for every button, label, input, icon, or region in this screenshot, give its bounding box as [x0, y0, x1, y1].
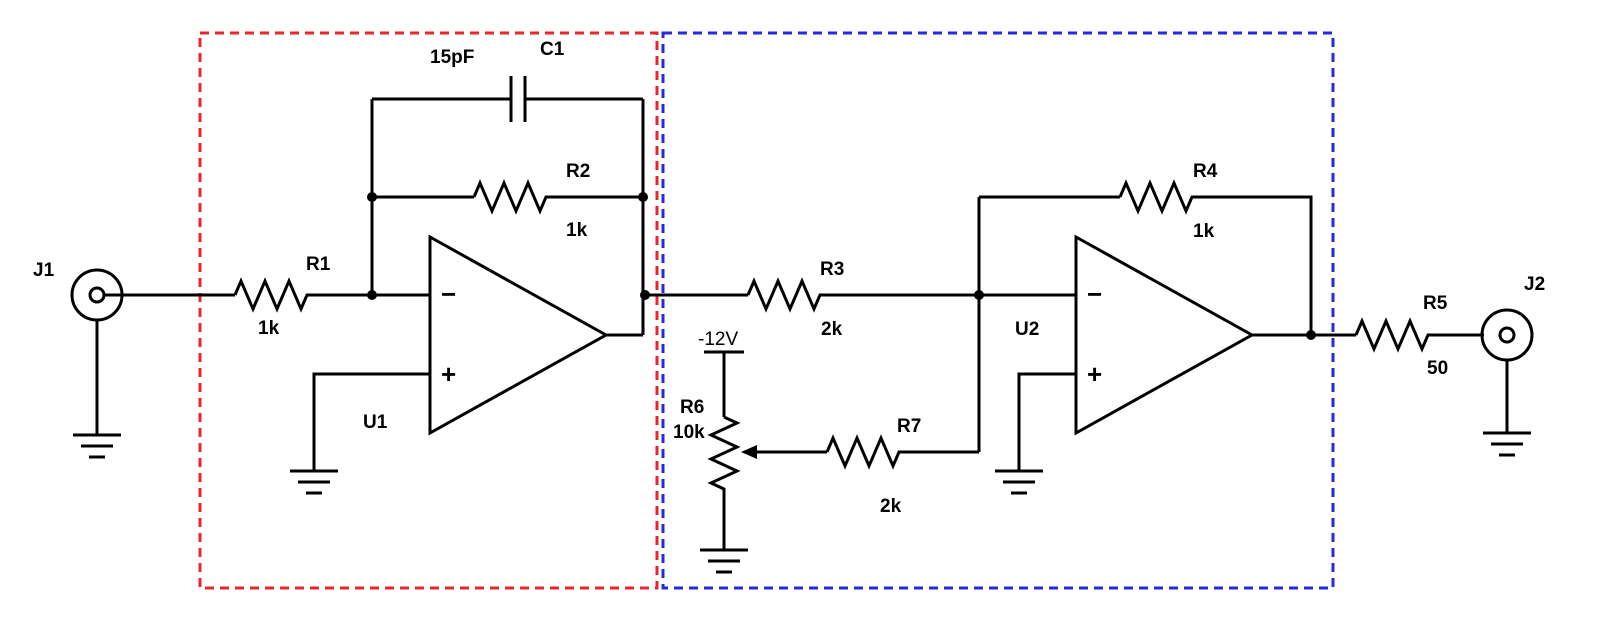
resistor-r7	[825, 434, 979, 470]
u2-label: U2	[1015, 319, 1039, 340]
stage2-box	[661, 31, 1335, 590]
u1-label: U1	[363, 412, 388, 433]
connector-j2	[1480, 308, 1534, 457]
resistor-r5	[1354, 317, 1484, 353]
opamp-u2	[1074, 234, 1256, 436]
j2-label: J2	[1524, 274, 1545, 295]
resistor-r2	[472, 179, 643, 215]
connector-j1	[70, 268, 124, 459]
ground-u2-icon	[995, 469, 1043, 495]
wire-u2-noninv	[1017, 372, 1076, 471]
potentiometer-r6	[707, 415, 741, 550]
resistor-r4	[1118, 179, 1313, 335]
capacitor-c1	[509, 76, 527, 122]
r2-label: R2	[566, 161, 590, 182]
r3-value: 2k	[821, 319, 843, 340]
u1-inv-sign: −	[441, 279, 456, 309]
junction-dot	[1306, 330, 1316, 340]
c1-value: 15pF	[430, 47, 474, 68]
r5-value: 50	[1427, 358, 1448, 379]
opamp-u1	[428, 234, 610, 436]
ground-j1-icon	[73, 433, 121, 459]
r1-label: R1	[306, 254, 331, 275]
ground-r6-icon	[700, 548, 748, 574]
wiper-arrow-icon	[741, 445, 757, 459]
r7-value: 2k	[880, 496, 902, 517]
junction-dot	[367, 290, 377, 300]
r6-value: 10k	[673, 422, 705, 443]
r3-label: R3	[820, 259, 844, 280]
resistor-r3	[746, 277, 979, 313]
r1-value: 1k	[258, 318, 280, 339]
r4-value: 1k	[1193, 221, 1215, 242]
u1-noninv-sign: +	[441, 359, 456, 389]
r2-value: 1k	[566, 220, 588, 241]
r5-label: R5	[1423, 293, 1448, 314]
j1-label: J1	[33, 260, 55, 281]
u2-noninv-sign: +	[1087, 359, 1102, 389]
supply-neg-label: -12V	[698, 329, 738, 350]
resistor-r1	[233, 277, 372, 313]
r7-label: R7	[897, 416, 921, 437]
u2-inv-sign: −	[1087, 279, 1102, 309]
r4-label: R4	[1193, 161, 1218, 182]
r6-label: R6	[680, 397, 704, 418]
ground-u1-icon	[290, 469, 338, 495]
wire-u1-noninv	[312, 372, 430, 471]
c1-label: C1	[540, 39, 565, 60]
ground-j2-icon	[1483, 431, 1531, 457]
stage1-box	[198, 31, 659, 590]
